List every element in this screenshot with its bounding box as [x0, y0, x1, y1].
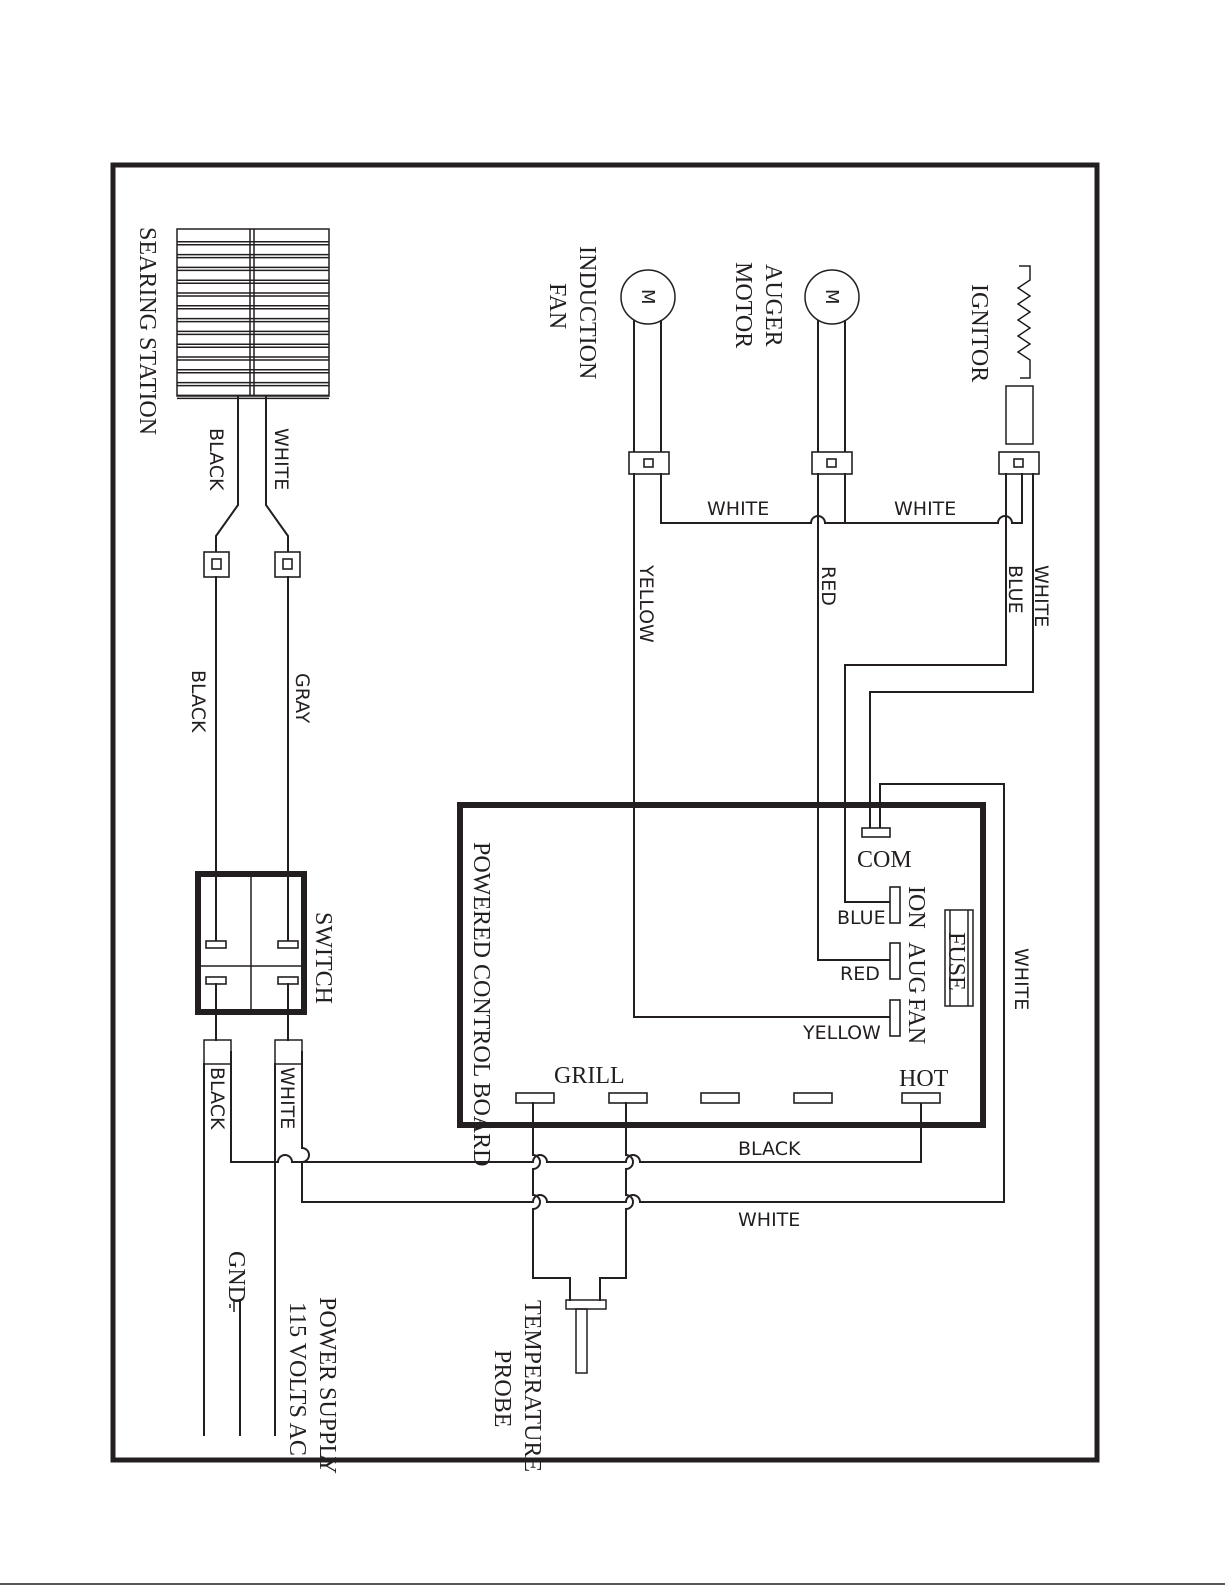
aug-label: AUG [903, 942, 929, 994]
wire-black-label: BLACK [187, 670, 209, 733]
wire-hot-black-label: BLACK [738, 1138, 801, 1160]
com-terminal [862, 828, 890, 837]
ground-label: GND [223, 1251, 249, 1303]
wire-neutral-white-label: WHITE [738, 1209, 800, 1231]
com-label: COM [857, 847, 912, 873]
board-terminal-3 [701, 1093, 739, 1103]
wire-red-auger [818, 474, 890, 960]
supply-black-label: BLACK [206, 1067, 228, 1130]
grill-terminal-2 [609, 1093, 647, 1103]
ignitor-connector [999, 452, 1039, 474]
svg-text:M: M [637, 289, 658, 305]
searing-lead-black-label: BLACK [205, 428, 227, 491]
ground-symbol [230, 1300, 240, 1435]
supply-connector-black [204, 1040, 231, 1064]
wire-blue-label: BLUE [1004, 565, 1026, 614]
supply-white-label: WHITE [276, 1067, 298, 1129]
auger-connector [812, 452, 852, 474]
temperature-probe [566, 1300, 606, 1373]
control-board-label: POWERED CONTROL BOARD [468, 842, 494, 1166]
board-terminal-4 [794, 1093, 832, 1103]
fan-connector [629, 452, 669, 474]
searing-station-label: SEARING STATION [134, 227, 160, 435]
fan-terminal [890, 1000, 900, 1036]
searing-connector-black [204, 552, 229, 577]
svg-text:M: M [821, 289, 842, 305]
fan-label: FAN [903, 998, 929, 1044]
power-supply-voltage-label: 115 VOLTS AC [284, 1302, 310, 1456]
power-supply-label: POWER SUPPLY [314, 1297, 340, 1474]
wire-yellow-fan [634, 474, 890, 1017]
searing-connector-white [275, 552, 300, 577]
switch-label: SWITCH [310, 912, 336, 1004]
wire-white-ignitor-label: WHITE [1030, 565, 1052, 627]
wire-yellow-label: YELLOW [635, 564, 657, 643]
board-red-label: RED [840, 963, 880, 985]
wire-white-ignitor [870, 474, 1033, 828]
grill-label: GRILL [554, 1063, 625, 1089]
ion-terminal [890, 887, 900, 923]
ignitor [1006, 266, 1033, 444]
grill-terminal-1 [516, 1093, 554, 1103]
supply-connector-white [275, 1040, 302, 1064]
ion-label: ION [903, 886, 929, 929]
board-blue-label: BLUE [837, 907, 886, 929]
auger-motor: M [805, 270, 859, 324]
auger-motor-label-2: MOTOR [730, 262, 756, 348]
searing-station [177, 229, 329, 398]
induction-fan-motor: M [621, 270, 675, 324]
wire-gray-label: GRAY [291, 673, 313, 724]
temperature-probe-label-2: PROBE [489, 1350, 515, 1427]
ignitor-label: IGNITOR [966, 284, 992, 382]
board-yellow-label: YELLOW [802, 1022, 881, 1044]
temperature-probe-label: TEMPERATURE [519, 1300, 545, 1472]
induction-fan-label-2: FAN [544, 283, 570, 329]
wire-red-label: RED [817, 566, 839, 606]
searing-lead-white-label: WHITE [270, 428, 292, 490]
wire-com-white-label: WHITE [1010, 948, 1032, 1010]
hot-terminal [902, 1093, 940, 1103]
hot-label: HOT [899, 1066, 949, 1092]
wire-white-fan-label: WHITE [707, 498, 769, 520]
auger-motor-label: AUGER [760, 264, 786, 347]
fuse-label: FUSE [943, 932, 969, 991]
wire-white-ign-label: WHITE [894, 498, 956, 520]
aug-terminal [890, 943, 900, 979]
induction-fan-label: INDUCTION [574, 246, 600, 379]
